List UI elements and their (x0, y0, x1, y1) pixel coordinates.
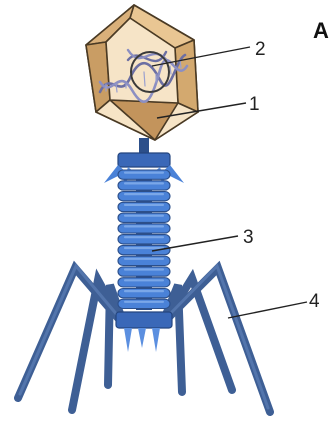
baseplate (116, 312, 172, 352)
tail-sheath-ring-highlight (124, 236, 164, 238)
tail-sheath-ring (118, 202, 170, 211)
leader-line-tail-fibers (228, 302, 307, 318)
tail-sheath-ring (118, 192, 170, 201)
tail-sheath-ring-highlight (124, 182, 164, 184)
tail-sheath-ring-highlight (124, 290, 164, 292)
tail-sheath-ring (118, 224, 170, 233)
callout-label-tail-sheath: 3 (243, 227, 254, 248)
tail-sheath-ring-highlight (124, 268, 164, 270)
tail-sheath-ring (118, 299, 170, 308)
tail-sheath-ring (118, 181, 170, 190)
tail-sheath-ring-highlight (124, 279, 164, 281)
tail-sheath-ring-highlight (124, 225, 164, 227)
tail-sheath-ring-highlight (124, 258, 164, 260)
tail-sheath-ring-highlight (124, 204, 164, 206)
tail-sheath (118, 170, 170, 310)
tail-sheath-ring (118, 170, 170, 179)
panel-letter: A (313, 18, 329, 43)
callout-label-dna: 2 (255, 39, 266, 60)
tail-sheath-ring-highlight (124, 247, 164, 249)
tail-sheath-ring-highlight (124, 172, 164, 174)
callout-label-tail-fibers: 4 (309, 291, 320, 312)
tail-sheath-ring-highlight (124, 301, 164, 303)
callout-label-capsid: 1 (249, 94, 260, 115)
tail-sheath-ring (118, 245, 170, 254)
tail-sheath-ring (118, 256, 170, 265)
tail-sheath-ring-highlight (124, 193, 164, 195)
capsid-head (86, 5, 198, 140)
tail-sheath-ring (118, 278, 170, 287)
tail-sheath-ring-highlight (124, 215, 164, 217)
tail-sheath-ring (118, 213, 170, 222)
tail-sheath-ring (118, 289, 170, 298)
tail-sheath-ring (118, 235, 170, 244)
tail-sheath-ring (118, 267, 170, 276)
